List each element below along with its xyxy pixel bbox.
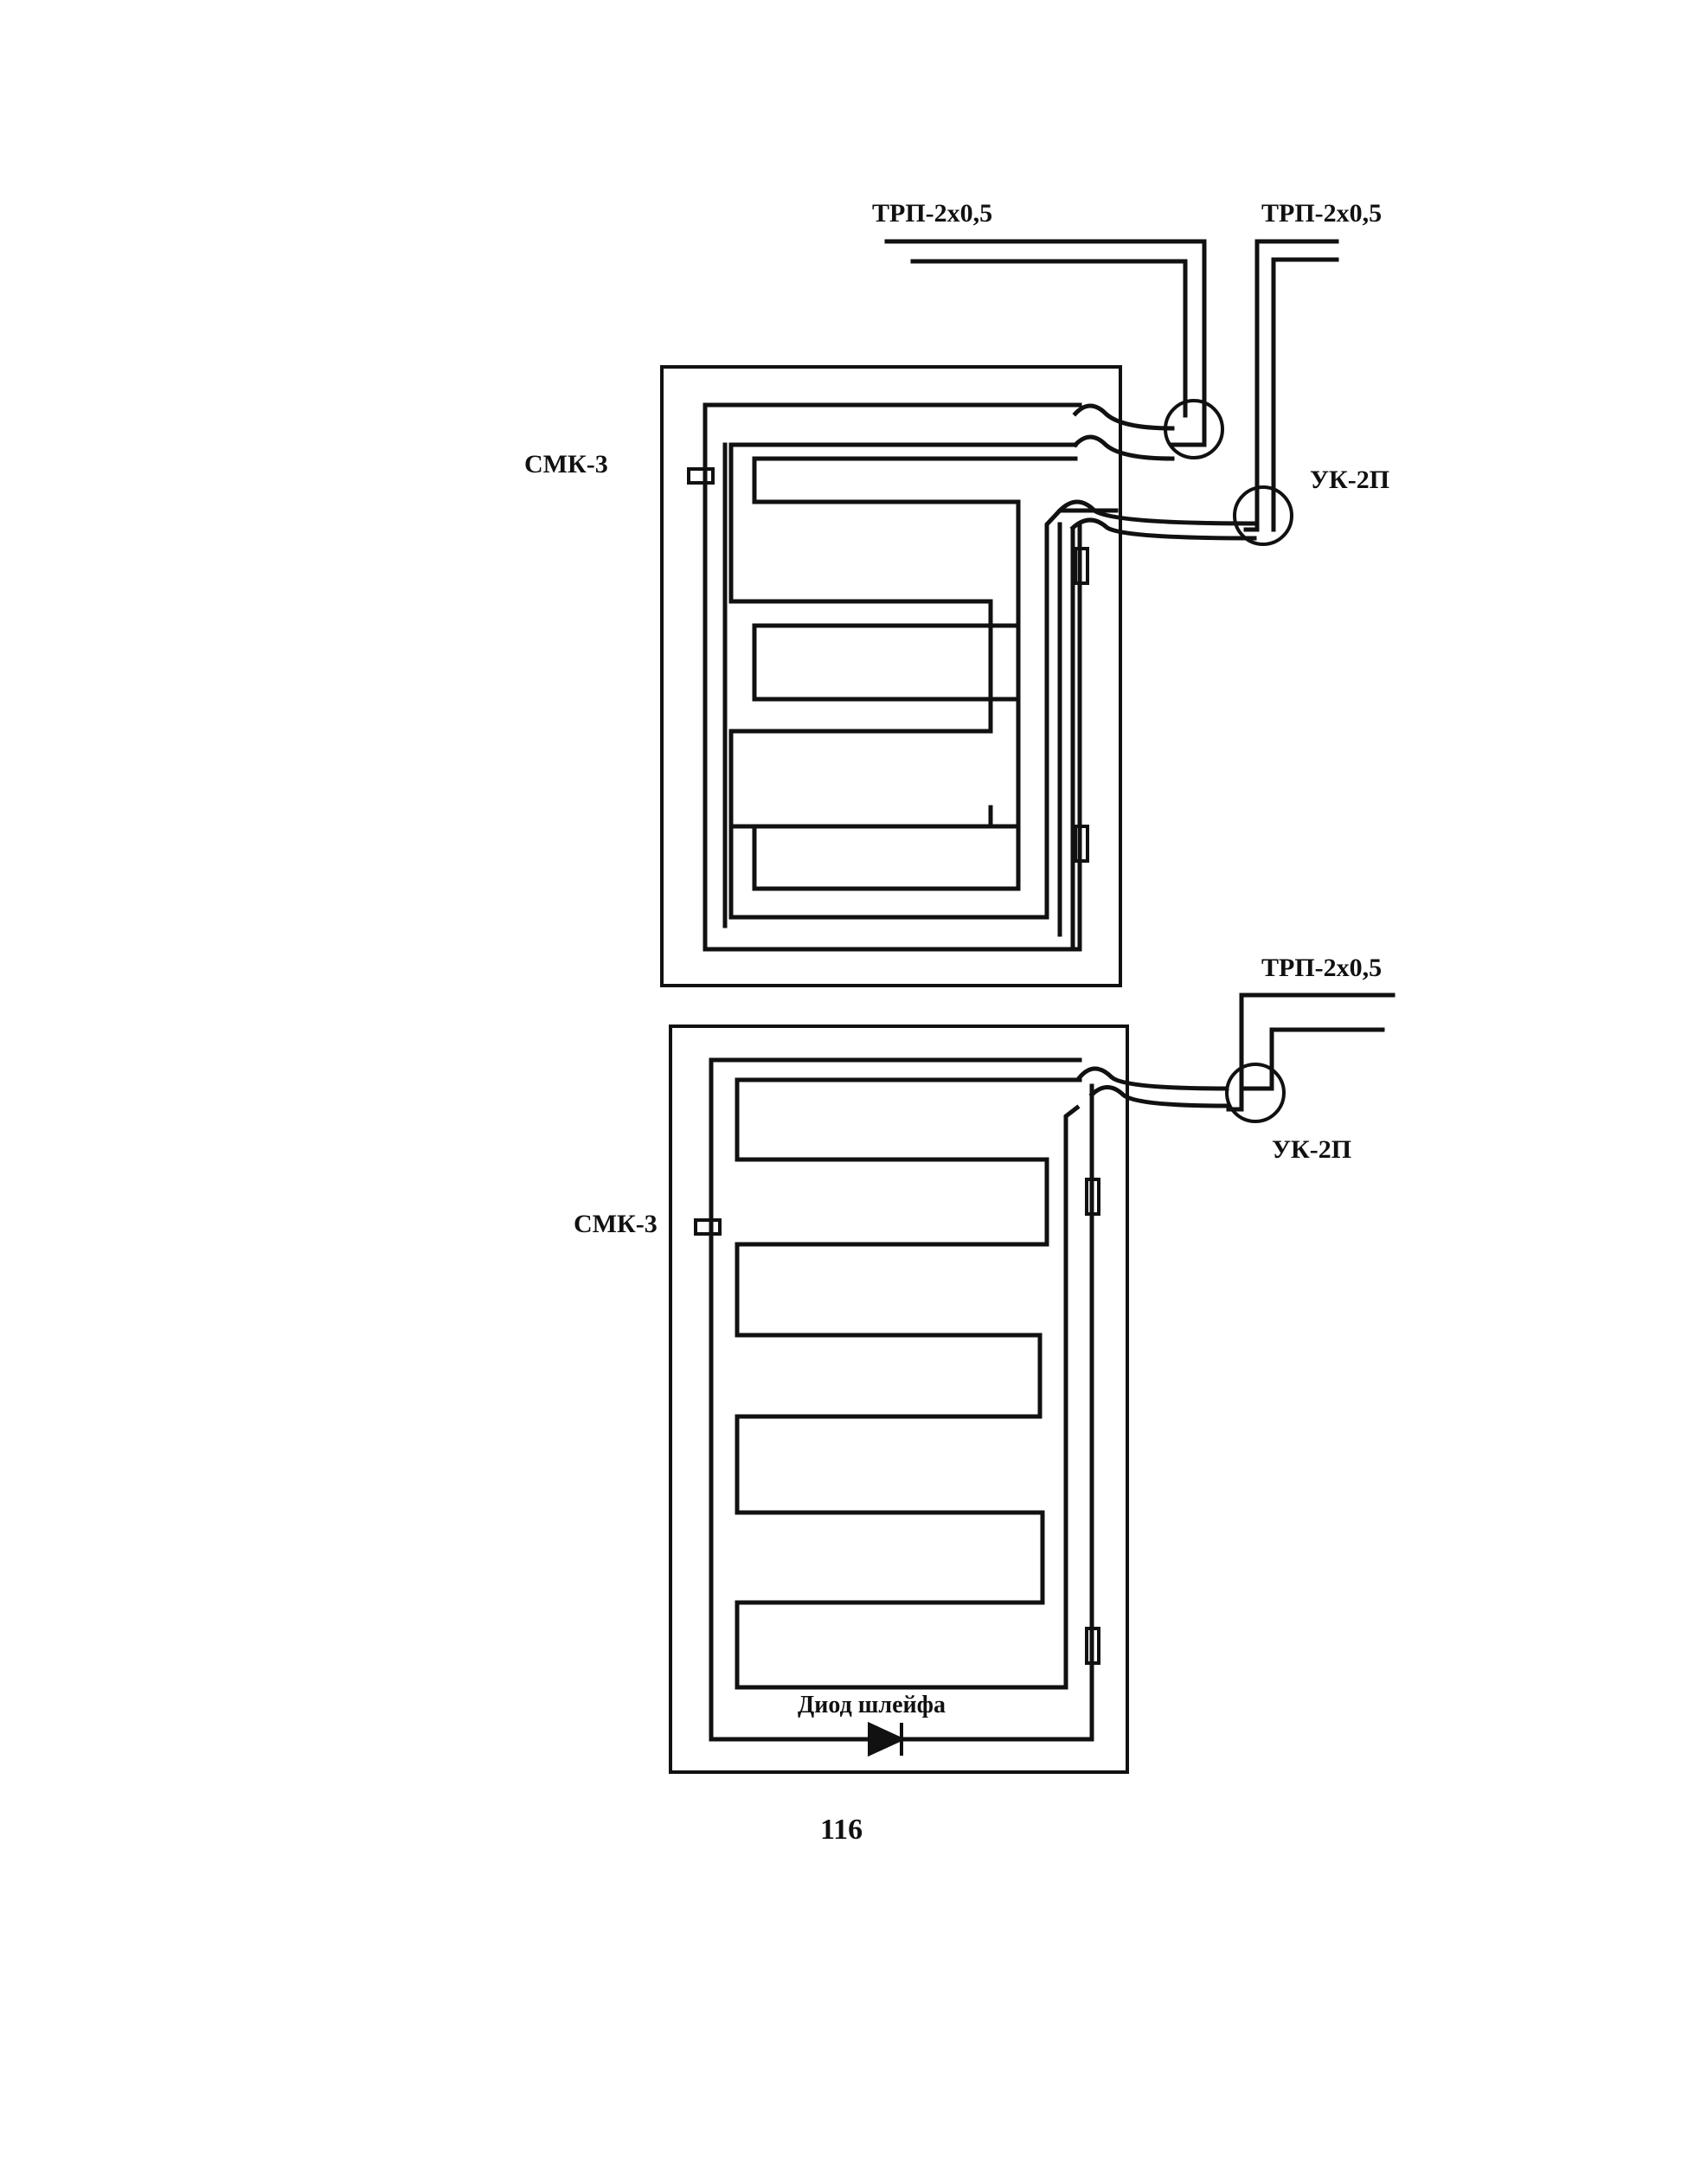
bottom-hinge-lower [1085, 1627, 1100, 1665]
bottom-door-panel [669, 992, 1395, 1774]
uk-label-bottom: УК-2П [1272, 1135, 1352, 1164]
bottom-crossover [1076, 1066, 1229, 1108]
top-door-frame [660, 365, 1122, 987]
top-magnetic-contact [687, 467, 715, 485]
cable-label-bottom: ТРП-2х0,5 [1261, 954, 1383, 982]
top-zigzag-wire-outer [728, 442, 1119, 920]
bottom-door-frame [669, 1025, 1129, 1774]
top-hinge-lower [1074, 825, 1089, 863]
bottom-magnetic-contact [694, 1218, 722, 1236]
cable-label-top-right: ТРП-2х0,5 [1261, 199, 1383, 228]
top-crossover-upper [1072, 403, 1175, 461]
top-zigzag-wire-inner [752, 456, 1078, 891]
bottom-outer-loop-wire [709, 1057, 1094, 1742]
top-serpentine-lower [728, 805, 993, 829]
top-junction-box-lower [1233, 485, 1293, 546]
top-door-panel [660, 239, 1339, 987]
top-cable-right [1243, 239, 1339, 532]
bottom-hinge-upper [1085, 1178, 1100, 1216]
diode-label: Диод шлейфа [798, 1692, 946, 1718]
top-outer-loop-wire [703, 402, 1082, 952]
top-junction-box-upper [1164, 399, 1224, 459]
bottom-serpentine-wire [735, 1077, 1082, 1690]
bottom-cable [1226, 992, 1395, 1112]
top-cable-left [884, 239, 1207, 447]
smk-label-top: СМК-3 [524, 450, 608, 479]
bottom-junction-box [1225, 1063, 1286, 1123]
diode-icon [868, 1721, 906, 1757]
page-number: 116 [820, 1814, 863, 1846]
top-hinge-lead [1057, 522, 1075, 952]
cable-label-top-left: ТРП-2х0,5 [872, 199, 993, 228]
uk-label-top: УК-2П [1310, 466, 1390, 494]
top-hinge-upper [1074, 547, 1089, 585]
smk-label-bottom: СМК-3 [574, 1210, 658, 1238]
top-crossover-lower [1056, 499, 1257, 541]
